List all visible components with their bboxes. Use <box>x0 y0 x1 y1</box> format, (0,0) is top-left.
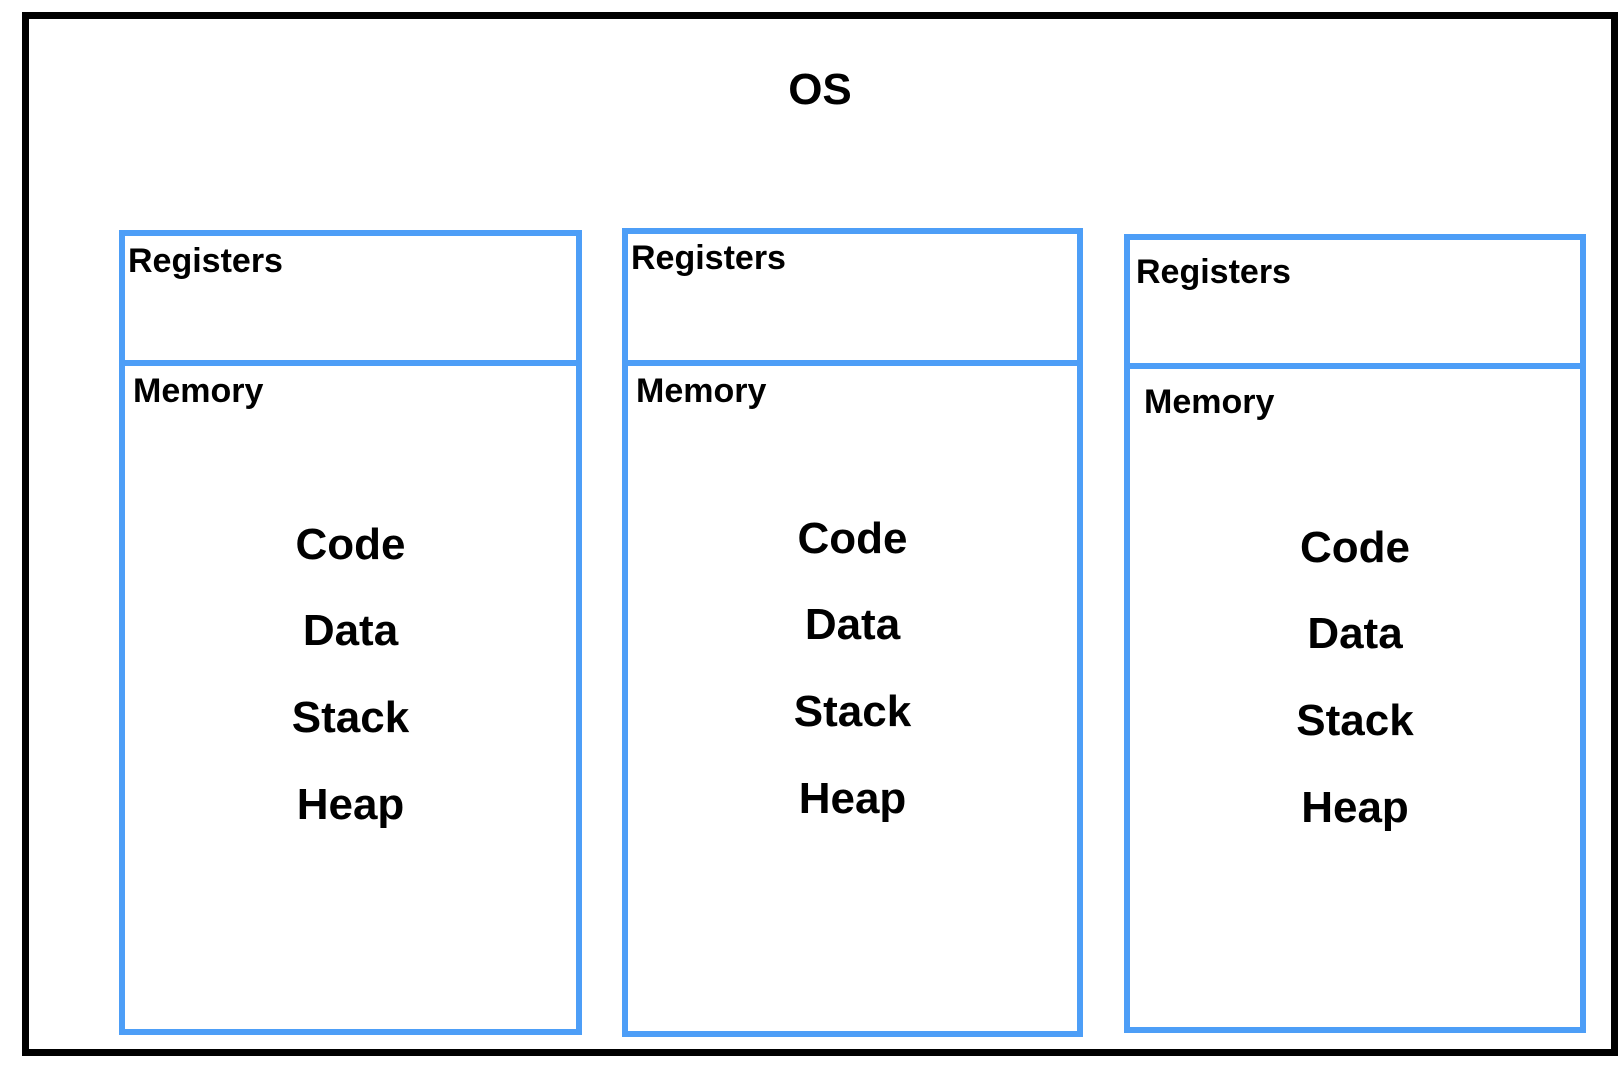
registers-label: Registers <box>631 239 786 277</box>
memory-label: Memory <box>1144 383 1275 421</box>
memory-label: Memory <box>636 372 767 410</box>
memory-item-data: Data <box>1307 609 1403 659</box>
registers-section-1: Registers <box>125 236 576 366</box>
memory-label: Memory <box>133 372 264 410</box>
memory-item-heap: Heap <box>798 773 907 823</box>
memory-item-stack: Stack <box>793 686 912 736</box>
memory-item-data: Data <box>302 606 399 656</box>
memory-item-code: Code <box>797 513 908 563</box>
os-title: OS <box>788 65 852 114</box>
registers-label: Registers <box>1136 253 1291 291</box>
memory-item-data: Data <box>804 600 901 650</box>
memory-item-code: Code <box>295 519 406 569</box>
process-box-1: Registers Memory Code Data Stack Heap <box>119 230 582 1035</box>
memory-section-1: Memory Code Data Stack Heap <box>125 366 576 830</box>
os-box: OS Registers Memory Code Data Stack Heap… <box>22 12 1618 1056</box>
registers-section-2: Registers <box>628 234 1077 366</box>
process-box-3: Registers Memory Code Data Stack Heap <box>1124 234 1586 1033</box>
memory-section-3: Memory Code Data Stack Heap <box>1130 369 1580 833</box>
memory-item-stack: Stack <box>1296 695 1414 745</box>
registers-label: Registers <box>128 242 283 280</box>
memory-item-heap: Heap <box>296 779 405 829</box>
memory-item-heap: Heap <box>1301 782 1409 832</box>
memory-item-code: Code <box>1300 522 1410 572</box>
memory-items-2: Code Data Stack Heap <box>628 514 1077 824</box>
memory-items-1: Code Data Stack Heap <box>125 520 576 830</box>
memory-items-3: Code Data Stack Heap <box>1130 523 1580 833</box>
memory-section-2: Memory Code Data Stack Heap <box>628 366 1077 824</box>
memory-item-stack: Stack <box>291 692 410 742</box>
process-box-2: Registers Memory Code Data Stack Heap <box>622 228 1083 1037</box>
registers-section-3: Registers <box>1130 240 1580 369</box>
